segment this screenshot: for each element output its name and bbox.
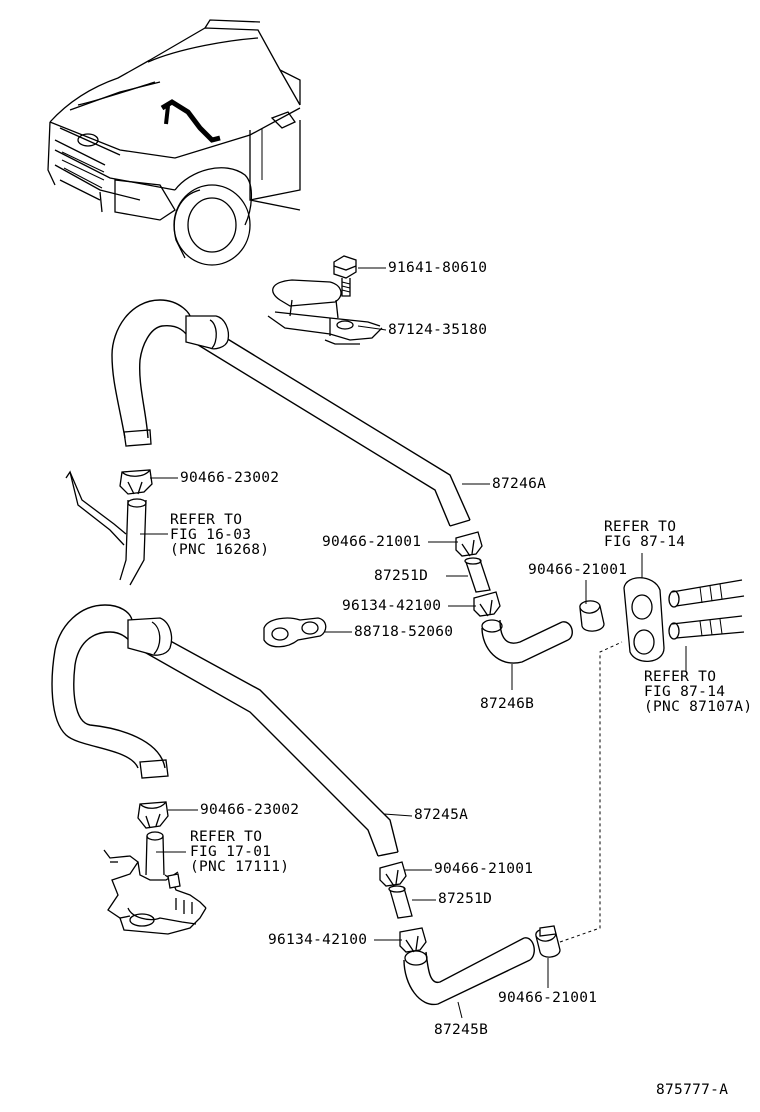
callout-87245A: 87245A: [414, 807, 469, 823]
pipe-87251D-b: [388, 885, 413, 919]
callout-87251D-a: 87251D: [374, 568, 429, 584]
refer-87-14-b-line3: (PNC 87107A): [644, 699, 753, 715]
bracket-87124: [267, 279, 383, 345]
clamp-88718-52060: [263, 617, 327, 648]
hose-87246A: [111, 299, 471, 527]
leader-lines: [140, 267, 687, 1019]
hose-87245A: [51, 604, 399, 857]
clamp-90466-21001-d: [535, 925, 561, 958]
refer-87-14-a-line1: REFER TO: [604, 519, 677, 535]
callout-90466-21001-a: 90466-21001: [322, 534, 422, 550]
vehicle-illustration: [47, 19, 301, 266]
bolt-91641: [333, 255, 357, 297]
refer-87-14-a-line2: FIG 87-14: [604, 534, 686, 550]
water-outlet-17111: [103, 831, 207, 935]
refer-17-01-line3: (PNC 17111): [190, 859, 290, 875]
refer-16-03-line3: (PNC 16268): [170, 542, 270, 558]
callout-90466-23002-upper: 90466-23002: [180, 470, 280, 486]
callout-87251D-b: 87251D: [438, 891, 493, 907]
dashed-connector: [559, 641, 623, 943]
callout-87124-35180: 87124-35180: [388, 322, 488, 338]
refer-16-03-line2: FIG 16-03: [170, 527, 252, 543]
callout-96134-42100-b: 96134-42100: [268, 932, 368, 948]
callout-87246B: 87246B: [480, 696, 535, 712]
callout-87246A: 87246A: [492, 476, 547, 492]
clamp-90466-21001-a: [455, 531, 483, 557]
callout-90466-21001-b: 90466-21001: [528, 562, 628, 578]
pipe-87251D-a: [464, 557, 491, 593]
clamp-96134-42100-a: [473, 591, 501, 617]
diagram-id: 875777-A: [656, 1082, 729, 1098]
refer-87-14-b-line2: FIG 87-14: [644, 684, 726, 700]
clamp-90466-23002-upper: [119, 469, 153, 495]
clamp-90466-23002-lower: [137, 801, 169, 829]
callout-91641-80610: 91641-80610: [388, 260, 488, 276]
refer-17-01-line1: REFER TO: [190, 829, 263, 845]
hose-87245B: [403, 937, 535, 1006]
callout-96134-42100-a: 96134-42100: [342, 598, 442, 614]
callout-88718-52060: 88718-52060: [354, 624, 454, 640]
clamp-90466-21001-c: [379, 861, 407, 887]
clamp-90466-21001-b: [579, 600, 605, 632]
refer-17-01-line2: FIG 17-01: [190, 844, 272, 860]
refer-87-14-b-line1: REFER TO: [644, 669, 717, 685]
refer-16-03-line1: REFER TO: [170, 512, 243, 528]
callout-90466-21001-d: 90466-21001: [498, 990, 598, 1006]
clamp-96134-42100-b: [399, 927, 427, 953]
callout-87245B: 87245B: [434, 1022, 489, 1038]
pipe-16268: [65, 470, 147, 586]
hose-87246B: [481, 619, 573, 664]
callout-90466-21001-c: 90466-21001: [434, 861, 534, 877]
grommet-87-14: [623, 577, 745, 662]
callout-90466-23002-lower: 90466-23002: [200, 802, 300, 818]
